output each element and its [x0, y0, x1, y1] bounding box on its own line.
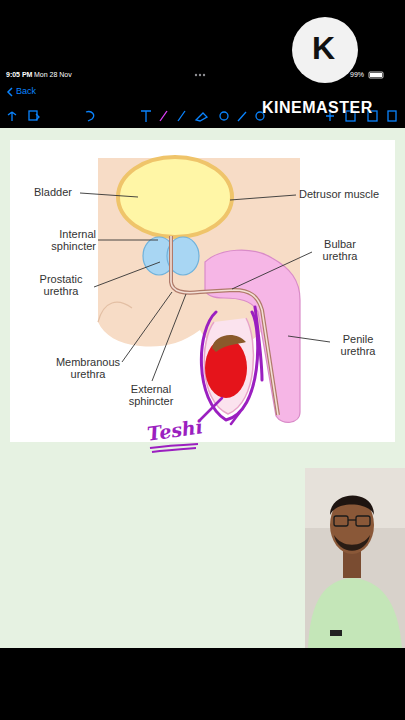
person-head: [330, 496, 374, 554]
battery-level: 99%: [350, 71, 364, 79]
penis: [205, 250, 300, 422]
logo-letter: K: [312, 31, 335, 66]
urethra: [171, 236, 278, 415]
shirt-logo: [330, 630, 342, 636]
part-label: Prostatic urethra: [30, 273, 92, 297]
epididymis: [212, 335, 246, 352]
handdrawn-stroke: [255, 307, 262, 380]
webcam-frame: [305, 468, 405, 648]
back-chevron: [8, 88, 12, 96]
urethra-lumen: [171, 236, 278, 415]
status-date: Mon 28 Nov: [34, 71, 72, 79]
thigh-line: [98, 302, 132, 322]
person-hair: [330, 495, 374, 515]
person-beard: [334, 535, 370, 551]
back-button: Back: [16, 87, 36, 97]
handdrawn-outline: [201, 312, 257, 420]
part-label: Detrusor muscle: [299, 188, 393, 200]
handdrawn-tick: [231, 412, 240, 424]
leader-lines: [80, 193, 330, 381]
battery-icon: [369, 72, 383, 78]
status-dots: [195, 74, 205, 76]
part-label: Bulbar urethra: [314, 238, 366, 262]
part-label: Internal sphincter: [34, 228, 96, 252]
page-ground: [0, 128, 405, 648]
scrotum: [204, 318, 253, 414]
testis: [205, 338, 247, 398]
diagram-ground: [10, 140, 395, 442]
handdrawn-arrow: [200, 398, 222, 420]
battery-fill: [370, 73, 382, 77]
handdrawn-underline: [152, 448, 196, 452]
person-shirt: [308, 578, 402, 648]
status-time: 9:05 PM: [6, 71, 32, 79]
top-band: [0, 0, 405, 128]
watermark: KINEMASTER: [262, 99, 373, 117]
part-label: External sphincter: [120, 383, 182, 407]
person-glasses: [334, 516, 370, 526]
logo-circle: [292, 17, 358, 83]
handwritten-note: Teshi: [146, 416, 204, 444]
part-label: Bladder: [34, 186, 72, 198]
part-label: Membranous urethra: [52, 356, 124, 380]
part-label: Penile urethra: [331, 333, 385, 357]
